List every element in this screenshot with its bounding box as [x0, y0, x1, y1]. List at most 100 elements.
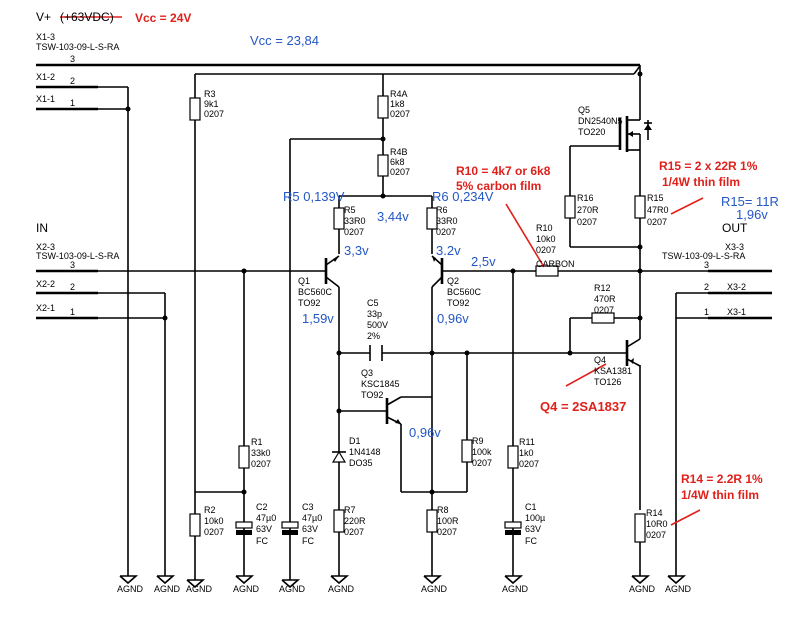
q4-ref: Q4 [594, 355, 606, 365]
c3-value: 47µ0 [302, 513, 322, 523]
q1-pkg: TO92 [298, 298, 320, 308]
q3-part: KSC1845 [361, 379, 400, 389]
notes: Vcc = 24V R10 = 4k7 or 6k8 5% carbon fil… [135, 11, 763, 502]
r15-note-line1: R15 = 2 x 22R 1% [659, 159, 758, 173]
agnd-label: AGND [233, 584, 260, 594]
resistor-r4a [377, 95, 389, 119]
resistor-r10 [535, 265, 559, 277]
x2-2-ref: X2-2 [36, 279, 55, 289]
c5-voltage: 500V [367, 320, 388, 330]
q4-pkg: TO126 [594, 377, 621, 387]
r11-ref: R11 [519, 437, 535, 447]
r14-note-line2: 1/4W thin film [681, 488, 759, 502]
x2-3-part: TSW-103-09-L-S-RA [36, 251, 119, 261]
c2-type: FC [256, 536, 268, 546]
x1-3-part: TSW-103-09-L-S-RA [36, 42, 119, 52]
q1-ref: Q1 [298, 276, 310, 286]
d1-part: 1N4148 [349, 447, 381, 457]
c1-value: 100µ [525, 513, 545, 523]
junction-dots [125, 71, 643, 495]
agnd-label: AGND [502, 584, 529, 594]
x1-2-pin: 2 [70, 76, 75, 86]
in-node-voltage: 2,5v [471, 254, 496, 269]
c1-type: FC [525, 536, 537, 546]
resistor-r5 [333, 207, 345, 230]
mosfet-q5 [618, 116, 652, 152]
c1-voltage: 63V [525, 524, 541, 534]
r8-ref: R8 [437, 505, 449, 515]
q3-ref: Q3 [361, 368, 373, 378]
q5-pkg: TO220 [578, 127, 605, 137]
in-title: IN [36, 221, 48, 235]
x2-1-pin: 1 [70, 307, 75, 317]
r5-pkg: 0207 [344, 227, 364, 237]
c3-ref: C3 [302, 502, 314, 512]
d1-ref: D1 [349, 436, 361, 446]
out-title: OUT [722, 221, 748, 235]
r16-value: 270R [577, 205, 599, 215]
r15-note-line2: 1/4W thin film [662, 175, 740, 189]
r10-pkg: 0207 [536, 245, 556, 255]
d1-pkg: DO35 [349, 458, 373, 468]
agnd-label: AGND [328, 584, 355, 594]
r15-pkg: 0207 [647, 217, 667, 227]
agnd-label: AGND [154, 584, 181, 594]
x1-1-ref: X1-1 [36, 94, 55, 104]
agnd-label: AGND [629, 584, 656, 594]
r14-pkg: 0207 [646, 530, 666, 540]
r4a-value: 1k8 [390, 99, 405, 109]
rail-label: V+ [36, 10, 51, 24]
r6-value: 33R0 [436, 216, 458, 226]
q1-base-voltage: 3,3v [344, 243, 369, 258]
r14-value: 10R0 [646, 519, 668, 529]
r15-measured: R15= 11R [721, 194, 779, 209]
x3-1-ref: X3-1 [727, 307, 746, 317]
resistor-r11 [507, 445, 519, 469]
r7-value: 220R [344, 516, 366, 526]
q4-part: KSA1381 [594, 366, 632, 376]
q2-collector-voltage: 0,96v [437, 311, 469, 326]
resistor-r1 [238, 445, 250, 469]
r4b-ref: R4B [390, 147, 408, 157]
c2-ref: C2 [256, 502, 268, 512]
q5-ref: Q5 [578, 105, 590, 115]
r10-ref: R10 [536, 223, 553, 233]
x2-3-pin: 3 [70, 260, 75, 270]
r2-pkg: 0207 [204, 527, 224, 537]
transistor-q1 [324, 255, 340, 288]
q3-base-voltage: 0,96v [409, 425, 441, 440]
c5-ref: C5 [367, 298, 379, 308]
r2-ref: R2 [204, 505, 216, 515]
x3-3-part: TSW-103-09-L-S-RA [662, 251, 745, 261]
r3-value: 9k1 [204, 99, 219, 109]
transistor-q4 [625, 338, 641, 367]
r6-ref: R6 [436, 205, 448, 215]
x1-2-ref: X1-2 [36, 72, 55, 82]
c1-ref: C1 [525, 502, 537, 512]
r12-value: 470R [594, 294, 616, 304]
resistor-r3 [189, 97, 201, 121]
ground-symbols [119, 575, 687, 589]
r5-voltage: R5 0,139V [283, 189, 345, 204]
r4a-ref: R4A [390, 89, 408, 99]
resistor-r8 [426, 509, 438, 533]
agnd-label: AGND [117, 584, 144, 594]
x3-2-pin: 2 [704, 282, 709, 292]
r15-value: 47R0 [647, 205, 669, 215]
r9-ref: R9 [472, 436, 484, 446]
r3-ref: R3 [204, 89, 216, 99]
r5-ref: R5 [344, 205, 356, 215]
x3-2-ref: X3-2 [727, 282, 746, 292]
r14-note-line1: R14 = 2.2R 1% [681, 472, 763, 486]
r4a-pkg: 0207 [390, 109, 410, 119]
capacitors [235, 345, 522, 535]
q1-collector-voltage: 1,59v [302, 311, 334, 326]
r8-value: 100R [437, 516, 459, 526]
c3-type: FC [302, 536, 314, 546]
r1-pkg: 0207 [251, 459, 271, 469]
resistor-r9 [461, 439, 473, 463]
r11-value: 1k0 [519, 448, 534, 458]
r15-ref: R15 [647, 193, 664, 203]
r16-ref: R16 [577, 193, 594, 203]
q2-pkg: TO92 [447, 298, 469, 308]
